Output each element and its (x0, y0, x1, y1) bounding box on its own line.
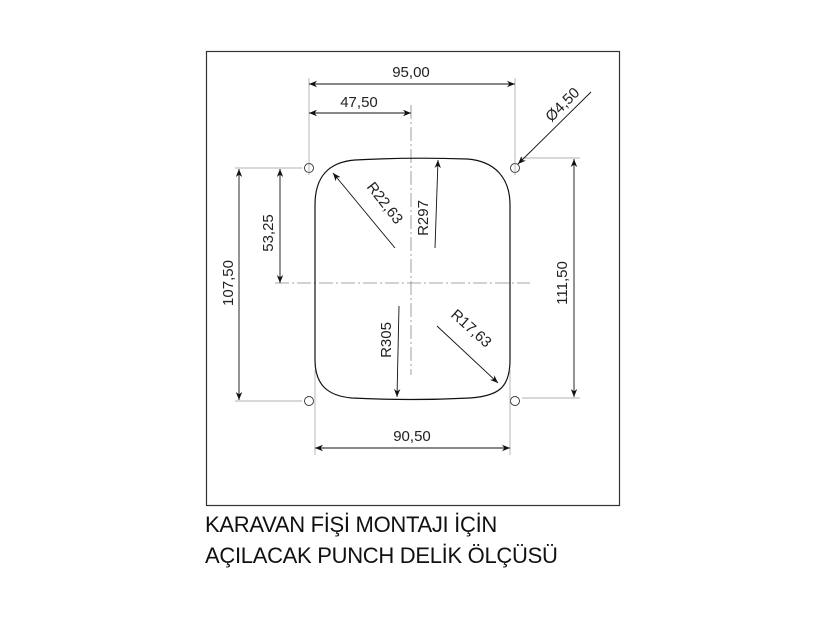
dim-text-r22: R22,63 (363, 179, 406, 228)
dim-text-47: 47,50 (340, 94, 378, 111)
dim-text-r17: R17,63 (447, 306, 494, 351)
dim-text-diameter: Ø4,50 (542, 84, 583, 125)
title-line-2: AÇILACAK PUNCH DELİK ÖLÇÜSÜ (205, 543, 558, 568)
hole-bottom-right (510, 396, 520, 406)
extension-lines (235, 78, 580, 455)
leader-r17 (436, 325, 499, 384)
dim-text-53: 53,25 (260, 214, 277, 252)
dim-text-95: 95,00 (392, 64, 430, 81)
dim-text-r297: R297 (415, 200, 432, 236)
cutout-outline (314, 157, 511, 401)
dim-text-111: 111,50 (554, 261, 571, 305)
leader-r305 (393, 305, 401, 398)
dim-text-107: 107,50 (220, 260, 237, 306)
hole-bottom-left (304, 396, 314, 406)
dim-text-r305: R305 (378, 322, 395, 358)
dim-text-90: 90,50 (393, 428, 431, 445)
leader-r297 (434, 159, 441, 249)
drawing-frame (205, 50, 621, 507)
leader-r22 (332, 172, 396, 249)
title-line-1: KARAVAN FİŞİ MONTAJI İÇİN (205, 512, 497, 537)
leader-diameter (517, 91, 592, 165)
mounting-holes (304, 163, 520, 406)
